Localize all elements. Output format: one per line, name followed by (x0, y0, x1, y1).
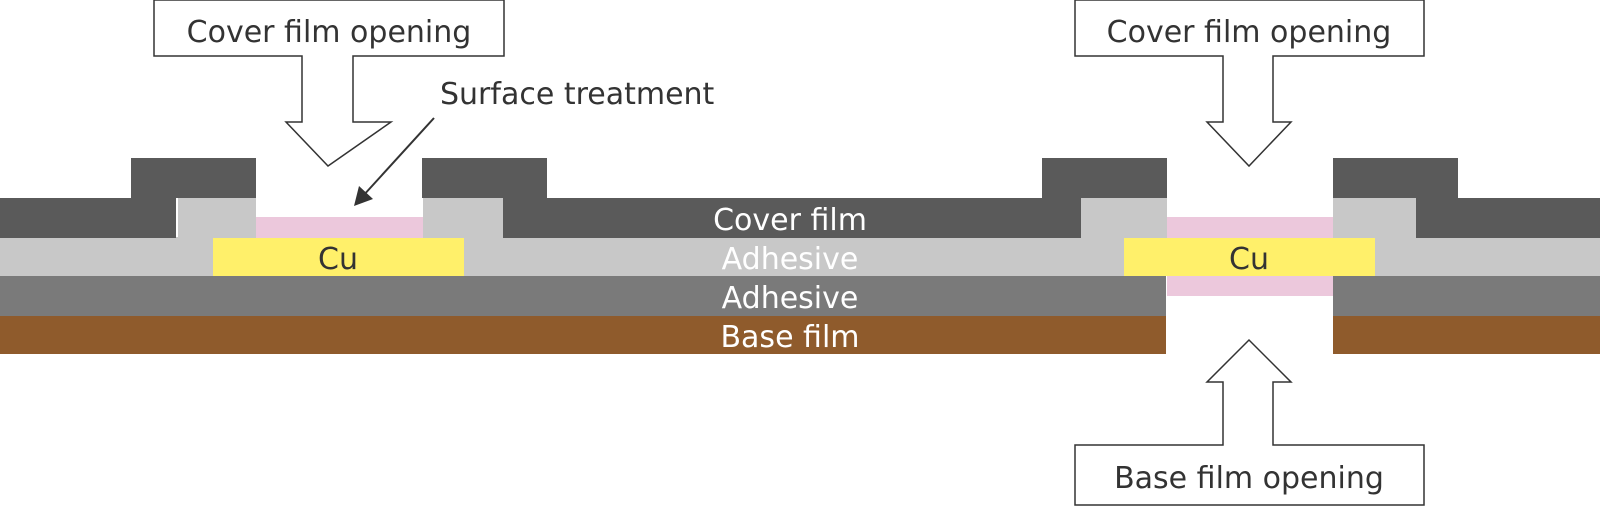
callout-cover-film-opening-right (1074, 0, 1425, 168)
adhesive-step-right-a (1081, 198, 1167, 238)
adhesive-step-left-b (423, 198, 503, 238)
adhesive-lower-layer-right (1333, 276, 1600, 316)
cover-film-block-3 (1042, 158, 1167, 198)
surface-treatment-left (256, 217, 423, 238)
copper-pad-left (213, 238, 464, 276)
surface-treatment-right-top (1167, 217, 1333, 238)
callout-cover-film-opening-left (153, 0, 505, 167)
copper-pad-right (1124, 238, 1375, 276)
adhesive-lower-label: Adhesive (722, 281, 859, 316)
cu-label-right: Cu (1229, 242, 1269, 277)
adhesive-upper-label: Adhesive (722, 242, 859, 277)
cover-film-layer-right (1416, 198, 1600, 238)
cover-film-label: Cover film (713, 203, 867, 238)
base-film-opening-label: Base film opening (1114, 461, 1384, 496)
cover-film-layer-left (0, 198, 176, 238)
surface-treatment-pointer-line (361, 117, 435, 198)
adhesive-lower-layer-left (0, 276, 1166, 316)
surface-treatment-pointer-arrowhead (354, 186, 373, 206)
cover-film-opening-right-label: Cover film opening (1107, 15, 1392, 50)
cover-film-opening-left-label: Cover film opening (187, 15, 472, 50)
surface-treatment-label: Surface treatment (440, 77, 715, 112)
surface-treatment-right-bottom (1167, 276, 1333, 296)
cover-film-block-1 (131, 158, 256, 198)
adhesive-step-left-a (178, 198, 256, 238)
cu-label-left: Cu (318, 242, 358, 277)
base-film-layer-left (0, 316, 1166, 354)
adhesive-step-right-b (1333, 198, 1416, 238)
callout-base-film-opening (1074, 338, 1425, 506)
cover-film-layer-middle (503, 198, 1081, 238)
base-film-layer-right (1333, 316, 1600, 354)
cover-film-block-2 (422, 158, 547, 198)
base-film-label: Base film (720, 320, 859, 355)
cover-film-block-4 (1333, 158, 1458, 198)
